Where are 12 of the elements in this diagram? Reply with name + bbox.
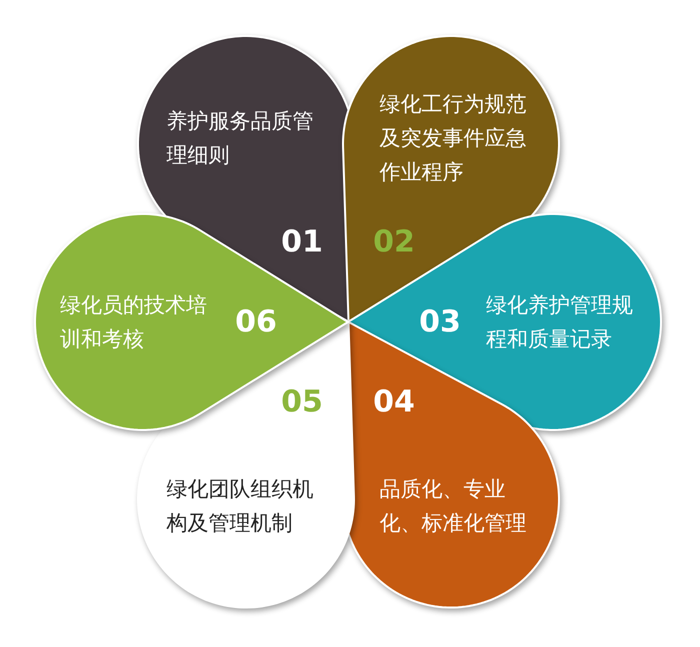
petal-text: 绿化工行为规范及突发事件应急作业程序 [379, 90, 528, 186]
step-number: 04 [373, 384, 415, 420]
petal-text: 品质化、专业化、标准化管理 [379, 476, 528, 538]
step-number: 01 [281, 224, 323, 260]
step-number: 05 [281, 384, 323, 420]
petal-text: 绿化团队组织机构及管理机制 [166, 476, 314, 538]
step-number: 02 [373, 224, 415, 260]
step-number: 03 [419, 304, 461, 340]
petal-text: 绿化员的技术培训和考核 [60, 292, 208, 353]
step-number: 06 [235, 304, 277, 340]
petal-text: 绿化养护管理规程和质量记录 [486, 292, 634, 353]
petal-text: 养护服务品质管理细则 [166, 108, 314, 169]
